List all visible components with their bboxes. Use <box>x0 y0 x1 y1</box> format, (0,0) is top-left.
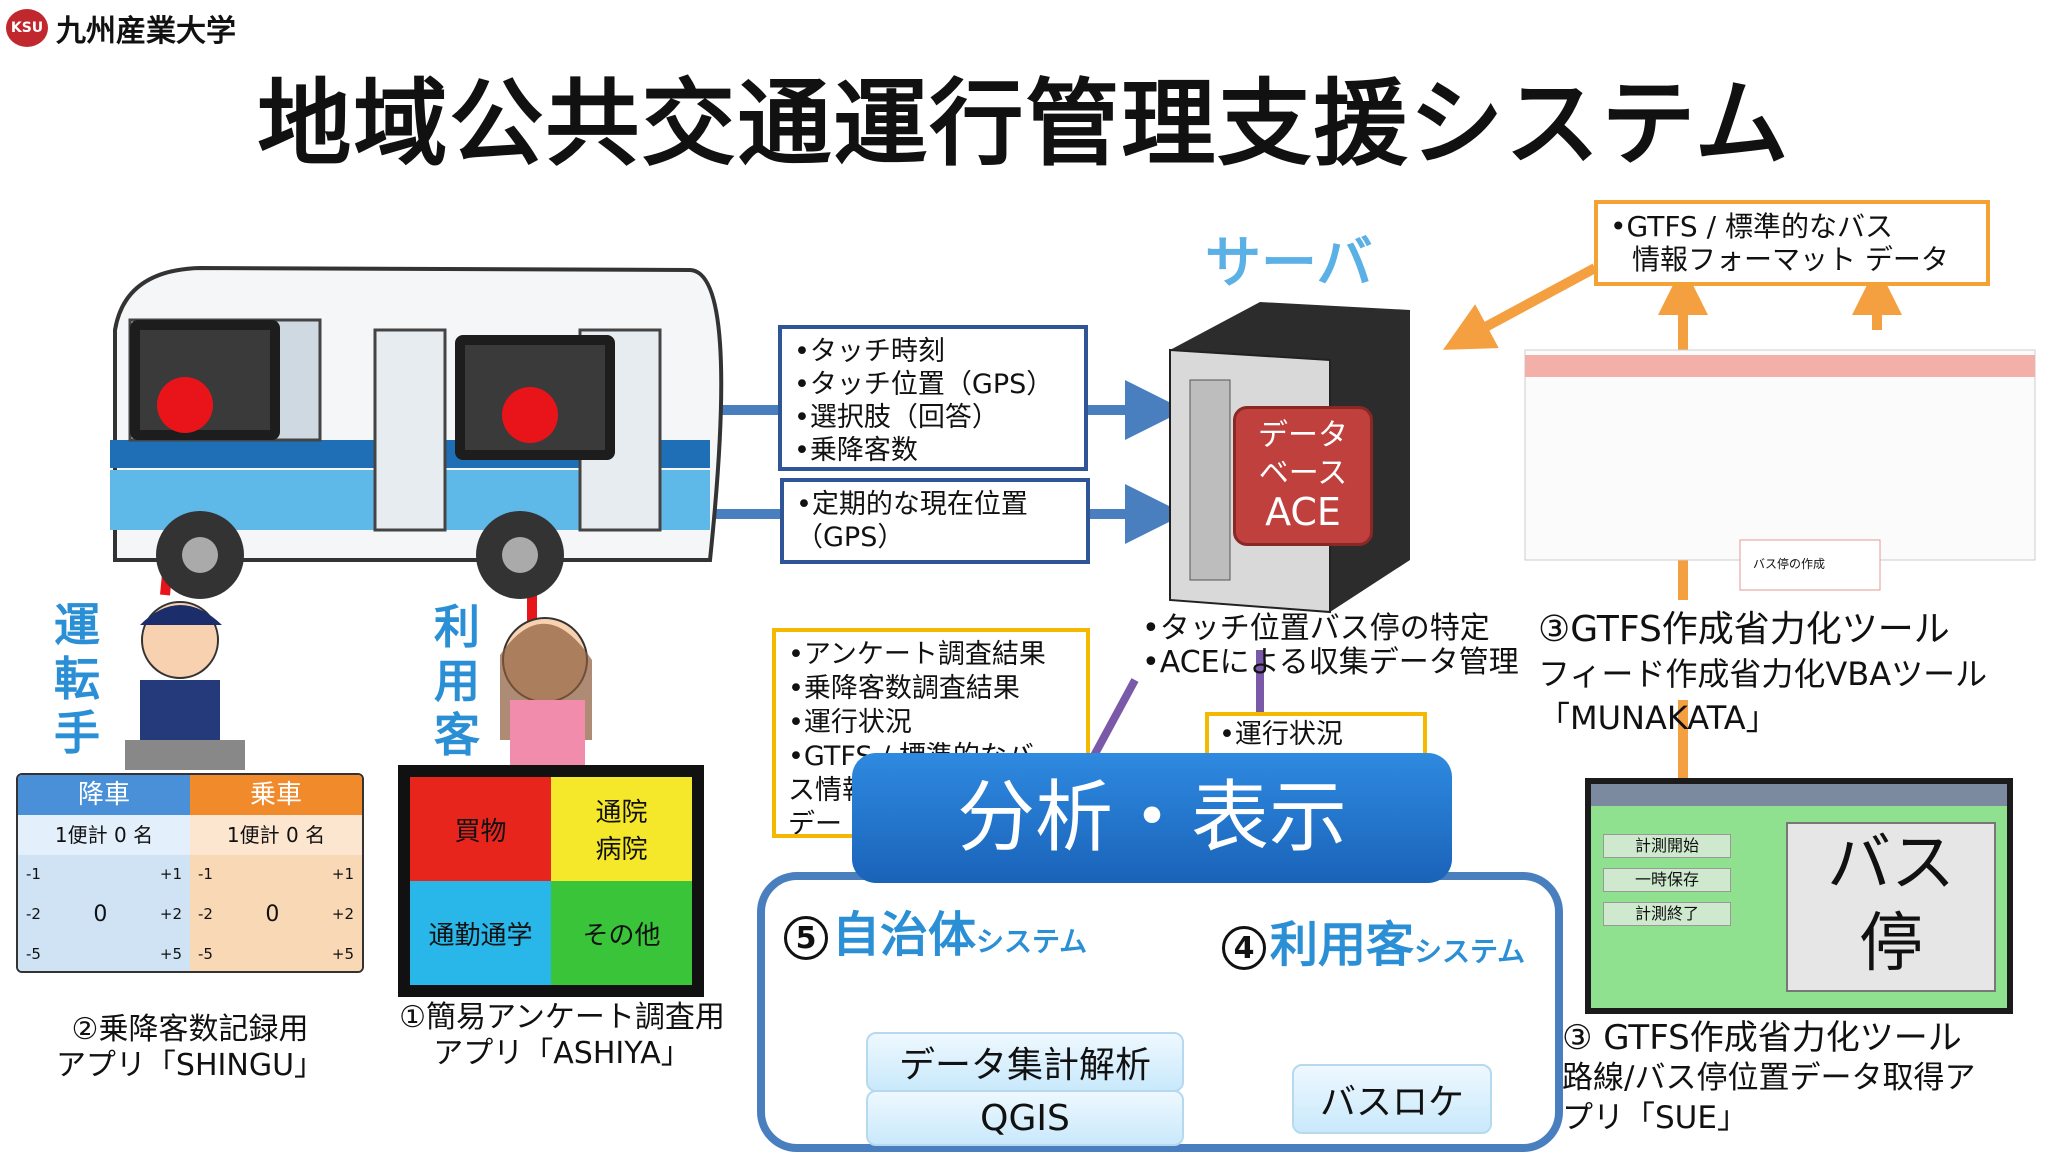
survey-line: •アンケート調査結果 <box>788 639 1046 670</box>
server-functions: •タッチ位置バス停の特定 •ACEによる収集データ管理 <box>1142 612 1519 680</box>
ashiya-caption: ①簡易アンケート調査用 アプリ「ASHIYA」 <box>376 1000 748 1072</box>
sue-caption-2: 路線/バス停位置データ取得ア <box>1562 1060 1976 1096</box>
bus-stop-label-2: 停 <box>1859 907 1923 981</box>
location-item: （GPS） <box>796 522 905 553</box>
gtfs-line: 情報フォーマット データ <box>1632 243 1949 276</box>
shingu-caption-2: アプリ「SHINGU」 <box>55 1048 325 1083</box>
touch-data-box: •タッチ時刻 •タッチ位置（GPS） •選択肢（回答） •乗降客数 <box>778 325 1088 471</box>
board-minus1[interactable]: -1 <box>198 865 213 883</box>
shingu-caption-1: ②乗降客数記録用 <box>71 1012 309 1047</box>
analysis-banner: 分析・表示 <box>852 753 1452 883</box>
vba-sheet-thumbnail <box>1524 349 2036 591</box>
board-minus5[interactable]: -5 <box>198 945 213 963</box>
university-name: 九州産業大学 <box>56 14 236 49</box>
server-label: サーバ <box>1205 231 1373 296</box>
database-ace: データ ベース ACE <box>1233 406 1373 546</box>
ashiya-caption-1: ①簡易アンケート調査用 <box>399 1000 725 1035</box>
choice-other[interactable]: その他 <box>551 881 692 985</box>
arrow-gtfs-to-server <box>1442 263 1598 350</box>
shingu-caption: ②乗降客数記録用 アプリ「SHINGU」 <box>20 1012 360 1084</box>
driver-label: 運転手 <box>54 598 100 760</box>
alight-stepper: -1 -2 -5 0 +1 +2 +5 <box>18 855 190 971</box>
gtfs-line: •GTFS / 標準的なバス <box>1610 210 1893 243</box>
status-line: •運行状況 <box>1219 719 1343 750</box>
board-plus5[interactable]: +5 <box>331 945 354 963</box>
board-header[interactable]: 乗車 <box>190 775 362 815</box>
touch-item: •選択肢（回答） <box>794 402 999 433</box>
alight-plus5[interactable]: +5 <box>159 945 182 963</box>
sue-caption-1: ③ GTFS作成省力化ツール <box>1562 1018 1962 1058</box>
busloca-label: バスロケ <box>1292 1064 1492 1134</box>
gtfs-data-box: •GTFS / 標準的なバス 情報フォーマット データ <box>1594 200 1990 286</box>
choice-shopping[interactable]: 買物 <box>410 777 551 881</box>
ashiya-app-screen: 買物 通院 病院 通勤通学 その他 <box>398 765 704 997</box>
alight-header[interactable]: 降車 <box>18 775 190 815</box>
alight-count: 1便計 0 名 <box>18 815 190 855</box>
data-analysis-label: データ集計解析 <box>866 1032 1184 1092</box>
user-sys-suffix: システム <box>1414 935 1526 968</box>
alight-minus2[interactable]: -2 <box>26 905 41 923</box>
user-sys-name: 利用客 <box>1270 917 1415 973</box>
touch-item: •タッチ時刻 <box>794 336 945 367</box>
sheet-create-button[interactable]: バス停の作成 <box>1753 557 1826 571</box>
shingu-app-screen: 降車 乗車 1便計 0 名 1便計 0 名 -1 -2 -5 0 +1 +2 +… <box>16 773 364 973</box>
bus-tablet-driver <box>130 320 280 440</box>
board-plus2[interactable]: +2 <box>331 905 354 923</box>
survey-line: •乗降客数調査結果 <box>788 673 1020 704</box>
server-function-1: •タッチ位置バス停の特定 <box>1142 611 1490 646</box>
vba-caption-1: ③GTFS作成省力化ツール <box>1538 609 1950 650</box>
end-measure-button[interactable]: 計測終了 <box>1603 902 1731 926</box>
local-gov-num: 5 <box>784 916 828 960</box>
db-line-2: ベース <box>1258 456 1348 491</box>
sue-app-screen: 計測開始 一時保存 計測終了 バス 停 <box>1585 778 2013 1014</box>
page-title: 地域公共交通運行管理支援システム <box>257 70 1791 179</box>
qgis-label: QGIS <box>866 1090 1184 1146</box>
choice-hospital[interactable]: 通院 病院 <box>551 777 692 881</box>
sue-caption-3: プリ「SUE」 <box>1562 1100 1748 1136</box>
location-item: •定期的な現在位置 <box>796 489 1028 520</box>
bus-stop-button[interactable]: バス 停 <box>1786 822 1996 992</box>
db-line-3: ACE <box>1265 490 1341 534</box>
survey-line: デー <box>788 809 842 838</box>
board-zero: 0 <box>265 901 280 927</box>
touch-item: •タッチ位置（GPS） <box>794 369 1054 400</box>
db-line-1: データ <box>1258 418 1348 453</box>
temp-save-button[interactable]: 一時保存 <box>1603 868 1731 892</box>
vba-caption-3: 「MUNAKATA」 <box>1538 699 1778 737</box>
bus-tablet-passenger <box>455 335 615 460</box>
alight-plus1[interactable]: +1 <box>159 865 182 883</box>
university-logo: KSU 九州産業大学 <box>6 6 236 50</box>
vba-caption-2: フィード作成省力化VBAツール <box>1538 655 1988 693</box>
local-gov-suffix: システム <box>976 925 1088 958</box>
driver-illustration <box>125 601 245 770</box>
touch-item: •乗降客数 <box>794 435 918 466</box>
server-function-2: •ACEによる収集データ管理 <box>1142 645 1519 680</box>
logo-mark: KSU <box>6 9 48 47</box>
vba-caption: ③GTFS作成省力化ツール フィード作成省力化VBAツール 「MUNAKATA」 <box>1538 608 2038 740</box>
alight-zero: 0 <box>93 901 108 927</box>
alight-minus5[interactable]: -5 <box>26 945 41 963</box>
bus-stop-label-1: バス <box>1827 827 1955 901</box>
passenger-label: 利用客 <box>434 600 480 762</box>
alight-plus2[interactable]: +2 <box>159 905 182 923</box>
local-gov-name: 自治体 <box>832 907 977 963</box>
start-measure-button[interactable]: 計測開始 <box>1603 834 1731 858</box>
passenger-illustration <box>500 617 592 765</box>
board-plus1[interactable]: +1 <box>331 865 354 883</box>
board-stepper: -1 -2 -5 0 +1 +2 +5 <box>190 855 362 971</box>
user-sys-num: 4 <box>1222 926 1266 970</box>
ashiya-caption-2: アプリ「ASHIYA」 <box>433 1036 691 1071</box>
choice-commute[interactable]: 通勤通学 <box>410 881 551 985</box>
alight-minus1[interactable]: -1 <box>26 865 41 883</box>
board-minus2[interactable]: -2 <box>198 905 213 923</box>
sue-caption: ③ GTFS作成省力化ツール 路線/バス停位置データ取得ア プリ「SUE」 <box>1562 1018 2042 1138</box>
survey-line: •運行状況 <box>788 707 912 738</box>
board-count: 1便計 0 名 <box>190 815 362 855</box>
location-data-box: •定期的な現在位置 （GPS） <box>780 478 1090 564</box>
